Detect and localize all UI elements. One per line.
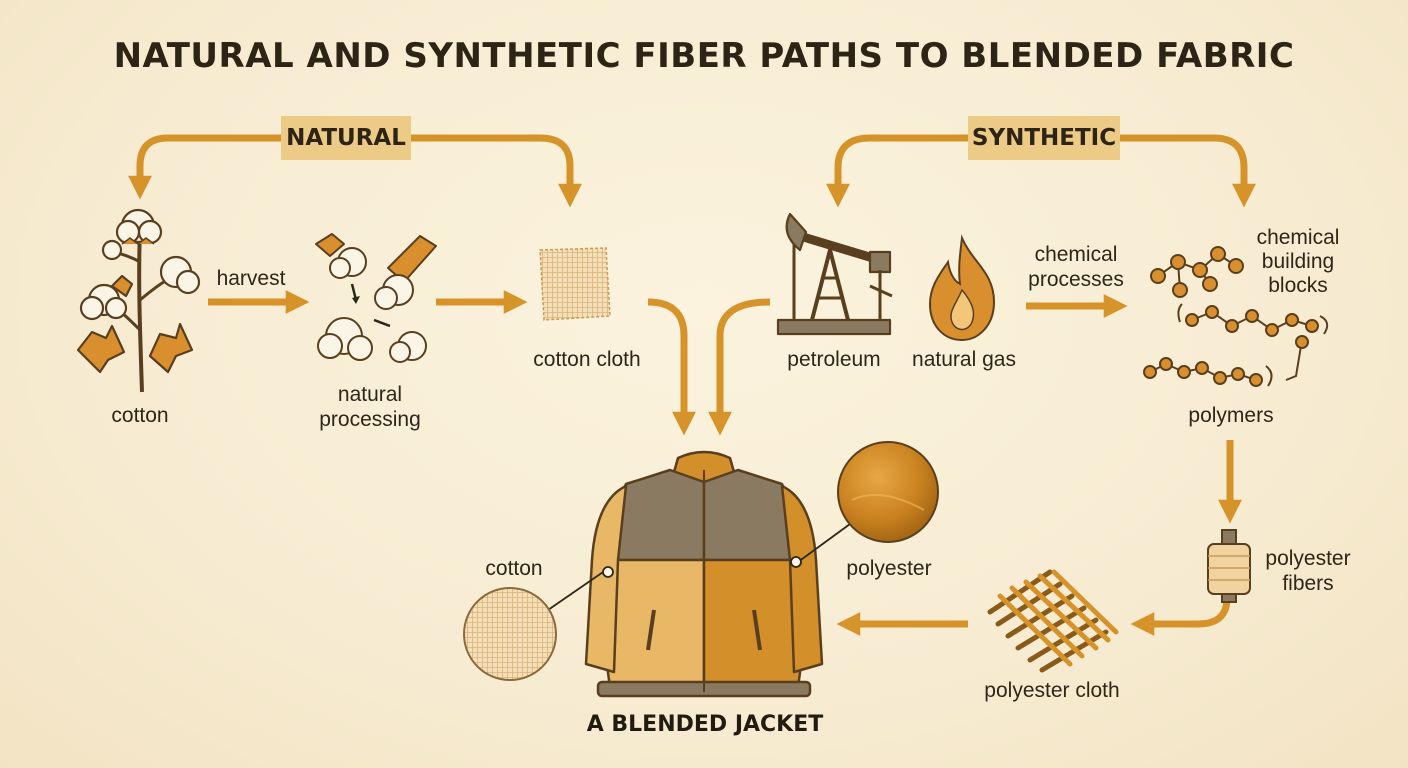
building-blocks-label: chemical building blocks: [1248, 226, 1348, 298]
building-blocks-line-1: chemical: [1256, 226, 1340, 249]
synthetic-bracket-arrows: [826, 134, 1256, 208]
polyester-swatch-label: polyester: [846, 557, 932, 580]
page-title: NATURAL AND SYNTHETIC FIBER PATHS TO BLE…: [113, 36, 1295, 76]
chemical-processes-line-2: processes: [1028, 268, 1124, 291]
polyester-swatch: [790, 441, 939, 568]
cotton-swatch-label: cotton: [485, 557, 543, 580]
natural-processing-label: natural processing: [310, 382, 430, 432]
building-blocks-line-3: blocks: [1268, 274, 1328, 297]
polyester-cloth-label: polyester cloth: [984, 679, 1120, 702]
cotton-cloth-label: cotton cloth: [533, 348, 641, 371]
cotton-cloth-to-jacket-arrow: [647, 298, 696, 436]
synthetic-badge: SYNTHETIC: [968, 116, 1120, 160]
polyester-fibers-line-2: fibers: [1282, 572, 1334, 595]
fibers-to-cloth-arrow: [1130, 597, 1231, 636]
polyester-fibers-line-1: polyester: [1265, 547, 1351, 570]
polymers-label: polymers: [1188, 404, 1274, 427]
blended-jacket-icon: [584, 450, 824, 698]
petroleum-pump-icon: [776, 212, 893, 336]
cotton-cloth-icon: [539, 247, 611, 321]
cotton-swatch: [463, 566, 614, 681]
polymers-icon: [1143, 303, 1329, 387]
natural-gas-flame-icon: [928, 234, 996, 342]
building-blocks-line-2: building: [1261, 250, 1335, 273]
natural-gas-label: natural gas: [912, 348, 1016, 371]
cotton-plant-label: cotton: [111, 404, 169, 427]
natural-processing-icon: [315, 233, 437, 363]
natural-bracket-arrows: [128, 134, 582, 208]
petroleum-to-jacket-arrow: [708, 298, 771, 436]
jacket-title: A BLENDED JACKET: [586, 712, 824, 737]
polyester-cloth-icon: [987, 569, 1119, 673]
chemical-processes-line-1: chemical: [1034, 243, 1118, 266]
natural-processing-line-1: natural: [337, 383, 403, 406]
polyester-spool-icon: [1207, 529, 1251, 603]
polyester-fibers-label: polyester fibers: [1256, 546, 1360, 596]
building-blocks-icon: [1150, 246, 1244, 298]
petroleum-label: petroleum: [787, 348, 881, 371]
cotton-plant-icon: [76, 208, 201, 393]
natural-badge: NATURAL: [281, 116, 411, 160]
chemical-processes-label: chemical processes: [1020, 242, 1132, 292]
harvest-label: harvest: [216, 267, 286, 290]
natural-processing-line-2: processing: [319, 408, 421, 431]
